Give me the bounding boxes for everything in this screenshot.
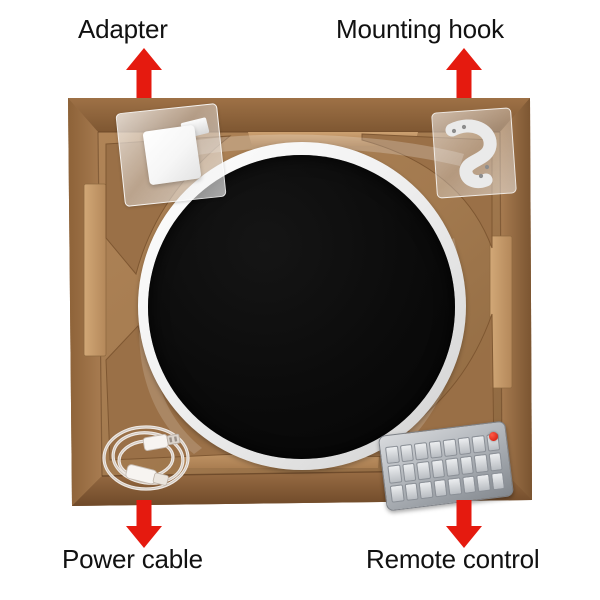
remote-key bbox=[456, 436, 472, 456]
mounting-hook-item bbox=[431, 107, 517, 199]
power-cable-item bbox=[96, 414, 212, 502]
remote-key bbox=[418, 480, 434, 500]
remote-key bbox=[473, 454, 489, 473]
remote-key bbox=[471, 435, 486, 454]
arrow-adapter bbox=[126, 48, 162, 98]
remote-key bbox=[387, 464, 402, 484]
remote-key bbox=[442, 438, 458, 458]
label-power-cable: Power cable bbox=[62, 544, 203, 574]
remote-control-item bbox=[377, 420, 515, 512]
arrow-power-cable bbox=[126, 500, 162, 548]
adapter-brick bbox=[142, 124, 202, 186]
power-cable-illustration bbox=[102, 425, 190, 491]
remote-key bbox=[416, 461, 431, 481]
arrow-remote-control bbox=[446, 500, 482, 548]
remote-key bbox=[399, 443, 414, 463]
remote-key bbox=[461, 475, 477, 494]
label-mounting-hook: Mounting hook bbox=[336, 14, 504, 44]
panel-glass bbox=[148, 155, 455, 459]
arrow-mounting-hook bbox=[446, 48, 482, 98]
remote-key bbox=[490, 471, 505, 491]
remote-key bbox=[428, 440, 443, 460]
remote-key bbox=[401, 463, 417, 482]
label-remote-control: Remote control bbox=[366, 544, 540, 574]
remote-key bbox=[404, 482, 419, 501]
remote-key bbox=[430, 459, 446, 479]
remote-key bbox=[447, 476, 462, 496]
remote-key bbox=[488, 452, 503, 472]
remote-key bbox=[413, 442, 429, 461]
remote-key bbox=[432, 478, 448, 498]
remote-key bbox=[476, 473, 491, 493]
label-adapter: Adapter bbox=[78, 14, 168, 44]
remote-key bbox=[444, 457, 460, 477]
remote-key bbox=[459, 455, 474, 475]
remote-key bbox=[385, 445, 400, 465]
mounting-hook-bracket bbox=[445, 119, 497, 189]
adapter-item bbox=[115, 102, 227, 208]
remote-key bbox=[389, 484, 405, 503]
